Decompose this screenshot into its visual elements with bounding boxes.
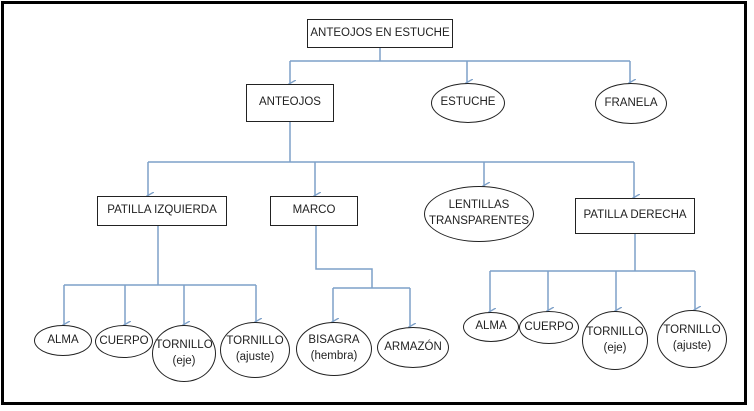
node-der-tornillo-eje: TORNILLO (eje) bbox=[582, 311, 648, 370]
node-label: CUERPO bbox=[99, 334, 149, 347]
node-label: ALMA bbox=[47, 333, 79, 346]
node-label: ESTUCHE bbox=[440, 96, 496, 109]
connector-marco-stem bbox=[315, 225, 373, 288]
node-label-line: TRANSPARENTES bbox=[428, 215, 530, 227]
node-label-line: TORNILLO bbox=[155, 338, 213, 351]
node-label-line: (hembra) bbox=[310, 350, 358, 362]
node-label: ANTEOJOS bbox=[259, 96, 321, 109]
node-label: MARCO bbox=[292, 204, 336, 217]
node-der-alma: ALMA bbox=[463, 312, 519, 342]
node-label-line: (ajuste) bbox=[672, 340, 712, 352]
node-der-cuerpo: CUERPO bbox=[519, 311, 579, 344]
node-bisagra: BISAGRA (hembra) bbox=[296, 322, 372, 376]
node-franela: FRANELA bbox=[595, 83, 667, 124]
node-izq-cuerpo: CUERPO bbox=[95, 325, 153, 358]
node-patilla-izquierda: PATILLA IZQUIERDA bbox=[97, 196, 227, 226]
node-anteojos-en-estuche: ANTEOJOS EN ESTUCHE bbox=[307, 19, 453, 48]
node-lentillas-transparentes: LENTILLAS TRANSPARENTES bbox=[424, 186, 534, 242]
node-label: ARMAZÓN bbox=[384, 340, 442, 353]
node-der-tornillo-ajuste: TORNILLO (ajuste) bbox=[657, 310, 727, 368]
node-label: PATILLA DERECHA bbox=[583, 209, 687, 222]
node-izq-tornillo-ajuste: TORNILLO (ajuste) bbox=[220, 322, 290, 378]
node-armazon: ARMAZÓN bbox=[377, 327, 449, 368]
node-patilla-derecha: PATILLA DERECHA bbox=[575, 198, 695, 234]
node-label-line: (eje) bbox=[603, 341, 627, 354]
node-label-line: (eje) bbox=[172, 354, 196, 367]
node-izq-tornillo-eje: TORNILLO (eje) bbox=[152, 325, 216, 382]
node-label-line: (ajuste) bbox=[235, 351, 275, 363]
node-label: ANTEOJOS EN ESTUCHE bbox=[310, 26, 450, 39]
node-label-line: TORNILLO bbox=[226, 335, 284, 348]
node-label-line: LENTILLAS bbox=[448, 199, 510, 212]
node-label-line: TORNILLO bbox=[663, 324, 721, 337]
node-estuche: ESTUCHE bbox=[431, 83, 505, 123]
node-label: ALMA bbox=[475, 320, 507, 333]
node-label: PATILLA IZQUIERDA bbox=[107, 204, 217, 217]
node-label: FRANELA bbox=[604, 96, 658, 109]
node-label: CUERPO bbox=[524, 320, 574, 333]
node-anteojos: ANTEOJOS bbox=[246, 84, 334, 122]
node-label-line: TORNILLO bbox=[586, 325, 644, 338]
node-label-line: BISAGRA bbox=[308, 334, 360, 347]
node-izq-alma: ALMA bbox=[34, 325, 92, 356]
node-marco: MARCO bbox=[270, 196, 358, 226]
